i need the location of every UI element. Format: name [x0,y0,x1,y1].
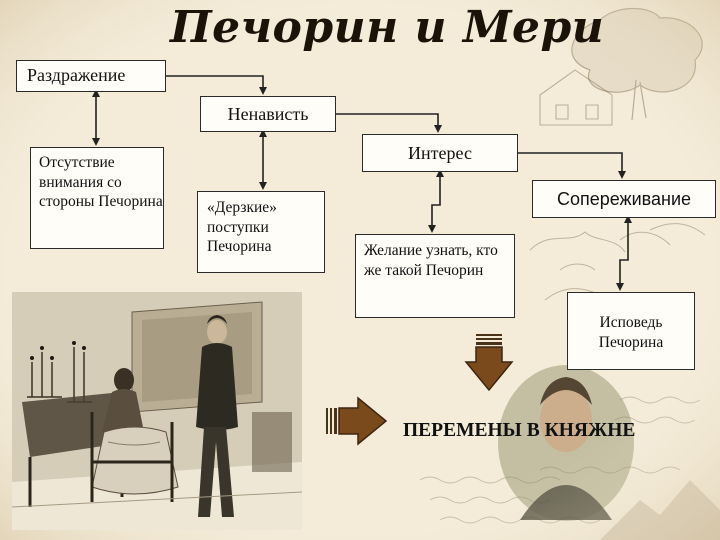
slide-title: Печорин и Мери [170,2,605,53]
node-lack-of-attention: Отсутствие внимания со стороны Печорина [30,147,164,249]
node-desire-to-know: Желание узнать, кто же такой Печорин [355,234,515,318]
node-hatred: Ненависть [200,96,336,132]
result-changes-label: ПЕРЕМЕНЫ В КНЯЖНЕ [403,420,636,441]
node-interest: Интерес [362,134,518,172]
scene-illustration [12,292,302,530]
node-irritation: Раздражение [16,60,166,92]
node-confession: Исповедь Печорина [567,292,695,370]
node-empathy: Сопереживание [532,180,716,218]
node-insolent-acts: «Дерзкие» поступки Печорина [197,191,325,273]
